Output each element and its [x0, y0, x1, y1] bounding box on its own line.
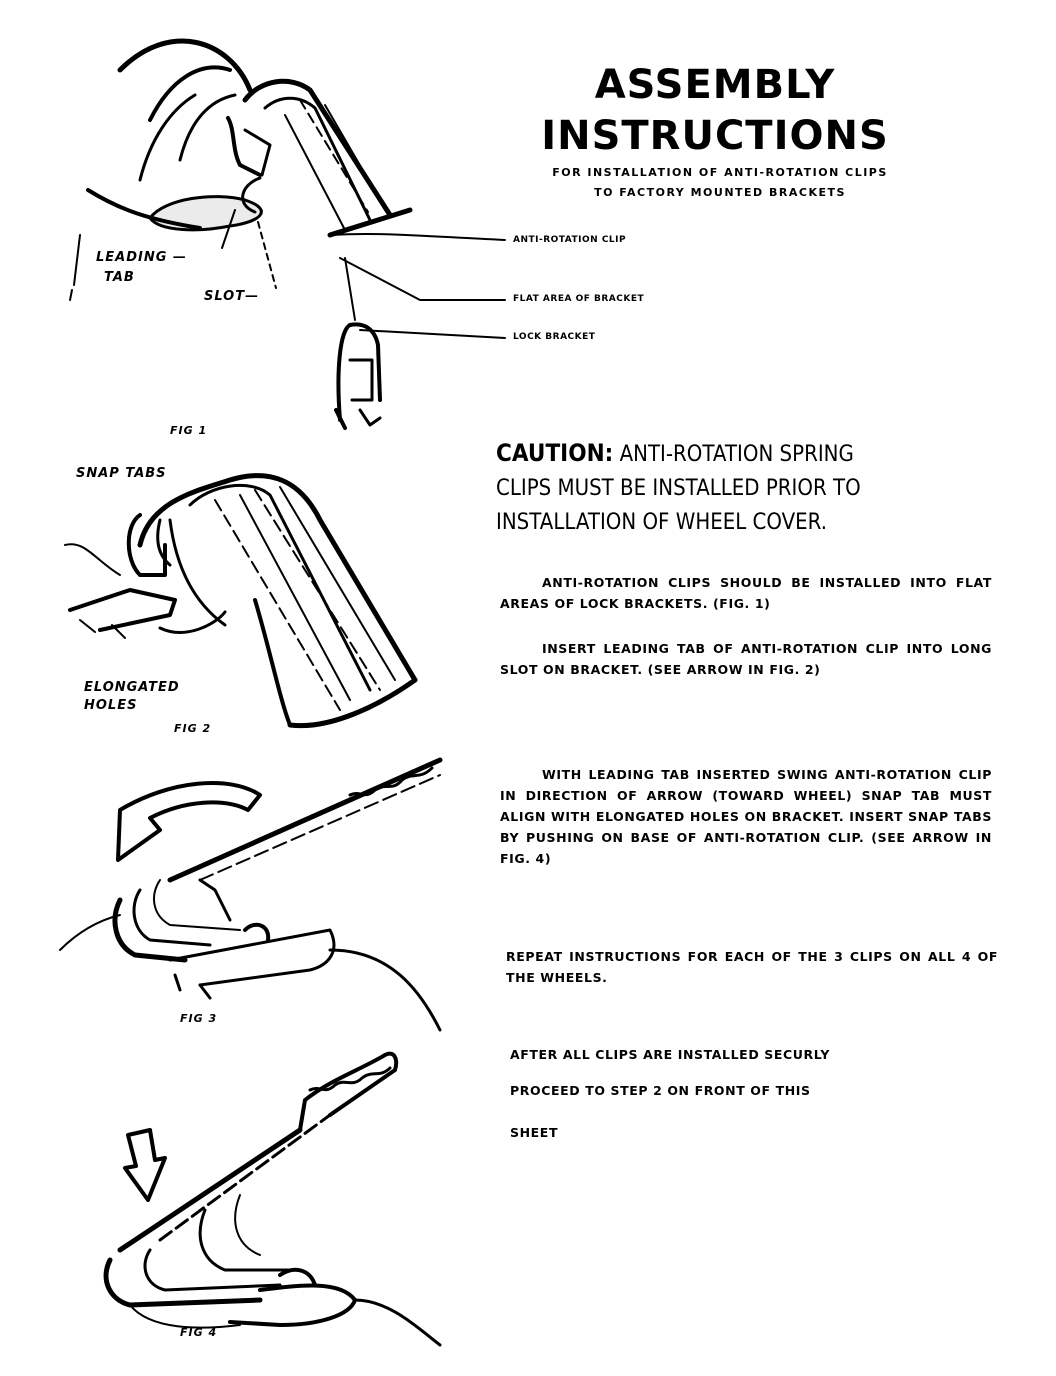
callout-lock-bracket: LOCK BRACKET	[513, 332, 596, 342]
fig2-caption: FIG 2	[174, 722, 212, 735]
callout-flat-area: FLAT AREA OF BRACKET	[513, 294, 645, 304]
instruction-paragraph-4: REPEAT INSTRUCTIONS FOR EACH OF THE 3 CL…	[506, 949, 998, 985]
instruction-paragraph-6: PROCEED TO STEP 2 ON FRONT OF THIS	[510, 1083, 811, 1098]
instruction-paragraph-1: ANTI-ROTATION CLIPS SHOULD BE INSTALLED …	[500, 575, 992, 611]
fig1-caption: FIG 1	[170, 424, 208, 437]
caution-block: CAUTION: ANTI-ROTATION SPRING CLIPS MUST…	[496, 436, 901, 540]
instruction-paragraph-2: INSERT LEADING TAB OF ANTI-ROTATION CLIP…	[500, 641, 992, 677]
callout-anti-rotation-clip: ANTI-ROTATION CLIP	[513, 235, 627, 245]
title-line1: ASSEMBLY	[594, 62, 836, 108]
label-snap-tabs: SNAP TABS	[76, 466, 167, 481]
caution-text: ANTI-ROTATION SPRING CLIPS MUST BE INSTA…	[496, 442, 861, 535]
title-line2: INSTRUCTIONS	[541, 113, 889, 159]
fig4-caption: FIG 4	[180, 1326, 218, 1339]
instruction-paragraph-7: SHEET	[510, 1125, 559, 1140]
label-elongated-line2: HOLES	[84, 698, 138, 713]
subtitle-line2: TO FACTORY MOUNTED BRACKETS	[594, 186, 846, 199]
label-leading-tab-line1: LEADING —	[96, 250, 187, 265]
instruction-paragraph-5: AFTER ALL CLIPS ARE INSTALLED SECURLY	[510, 1047, 831, 1062]
subtitle-line1: FOR INSTALLATION OF ANTI-ROTATION CLIPS	[552, 166, 888, 179]
caution-label: CAUTION:	[496, 439, 614, 467]
label-slot: SLOT—	[204, 289, 260, 304]
fig4-drawing	[103, 1051, 442, 1347]
fig1-drawing	[69, 38, 506, 430]
fig2-drawing	[64, 473, 418, 729]
fig3-caption: FIG 3	[180, 1012, 218, 1025]
instruction-paragraph-3: WITH LEADING TAB INSERTED SWING ANTI-ROT…	[500, 767, 992, 866]
fig3-drawing	[59, 757, 443, 1032]
label-leading-tab-line2: TAB	[104, 270, 135, 285]
label-elongated-line1: ELONGATED	[84, 680, 180, 695]
